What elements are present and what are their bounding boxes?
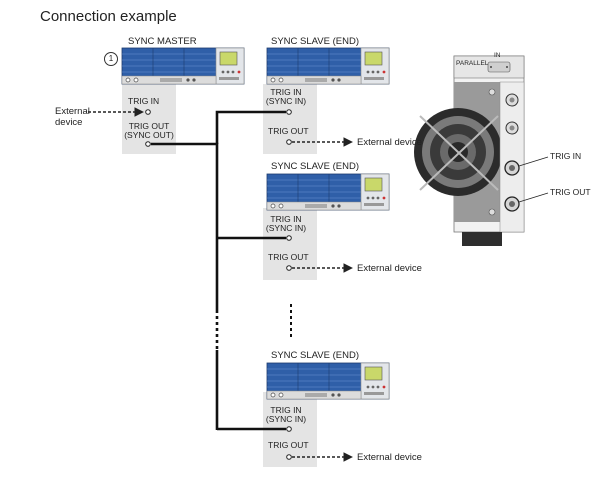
- sync-trunk-cable: [151, 142, 219, 430]
- slave-3-trig-in-connector: [286, 426, 292, 432]
- cable-to-slave-1: [215, 110, 286, 144]
- master-trig-in-connector: [145, 109, 151, 115]
- step-number-badge: 1: [104, 52, 118, 66]
- slave-3-trig-out-label: TRIG OUT: [268, 440, 309, 450]
- master-trig-in-label: TRIG IN: [128, 96, 160, 106]
- slave-3-trig-in-line2: (SYNC IN): [265, 414, 307, 424]
- slave-1-trig-in-connector: [286, 109, 292, 115]
- master-trig-out-line1: TRIG OUT: [128, 121, 170, 131]
- slave-2-trig-in-connector: [286, 235, 292, 241]
- slave-1-header: SYNC SLAVE (END): [271, 36, 359, 47]
- slave-1-trig-in-line1: TRIG IN: [270, 87, 302, 97]
- slave-2-external-device-label: External device: [357, 263, 422, 274]
- slave-2-header: SYNC SLAVE (END): [271, 161, 359, 172]
- slave-2-trig-in-line2: (SYNC IN): [265, 223, 307, 233]
- master-trig-out-label: TRIG OUT (SYNC OUT): [124, 122, 174, 140]
- slave-3-trig-in-label: TRIG IN (SYNC IN): [264, 406, 308, 424]
- master-external-line1: External: [55, 106, 90, 117]
- slave-1-trig-in-label: TRIG IN (SYNC IN): [264, 88, 308, 106]
- slave-3-external-device-label: External device: [357, 452, 422, 463]
- slave-3-trig-in-line1: TRIG IN: [270, 405, 302, 415]
- slave-2-trig-in-line1: TRIG IN: [270, 214, 302, 224]
- slave-2-trig-out-connector: [286, 265, 292, 271]
- rear-in-label: IN: [494, 52, 501, 59]
- rear-parallel-label: PARALLEL: [456, 60, 489, 67]
- master-external-line2: device: [55, 117, 83, 128]
- sync-slave-3-device: [266, 362, 390, 400]
- slave-1-trig-out-connector: [286, 139, 292, 145]
- master-external-device-label: External device: [55, 106, 90, 128]
- sync-master-header: SYNC MASTER: [128, 36, 197, 47]
- slave-1-trig-out-label: TRIG OUT: [268, 126, 309, 136]
- slave-2-trig-out-label: TRIG OUT: [268, 252, 309, 262]
- master-trig-out-line2: (SYNC OUT): [124, 130, 174, 140]
- slave-1-external-device-label: External device: [357, 137, 422, 148]
- sync-slave-2-device: [266, 173, 390, 211]
- page-title: Connection example: [40, 8, 177, 25]
- slave-3-trig-out-connector: [286, 454, 292, 460]
- rear-trig-out-label: TRIG OUT: [550, 187, 591, 197]
- sync-master-device: [121, 47, 245, 85]
- sync-slave-1-device: [266, 47, 390, 85]
- rear-trig-in-label: TRIG IN: [550, 151, 582, 161]
- master-trig-out-connector: [145, 141, 151, 147]
- slave-1-trig-in-line2: (SYNC IN): [265, 96, 307, 106]
- slave-3-header: SYNC SLAVE (END): [271, 350, 359, 361]
- rear-panel-view: [414, 55, 549, 246]
- slave-2-trig-in-label: TRIG IN (SYNC IN): [264, 215, 308, 233]
